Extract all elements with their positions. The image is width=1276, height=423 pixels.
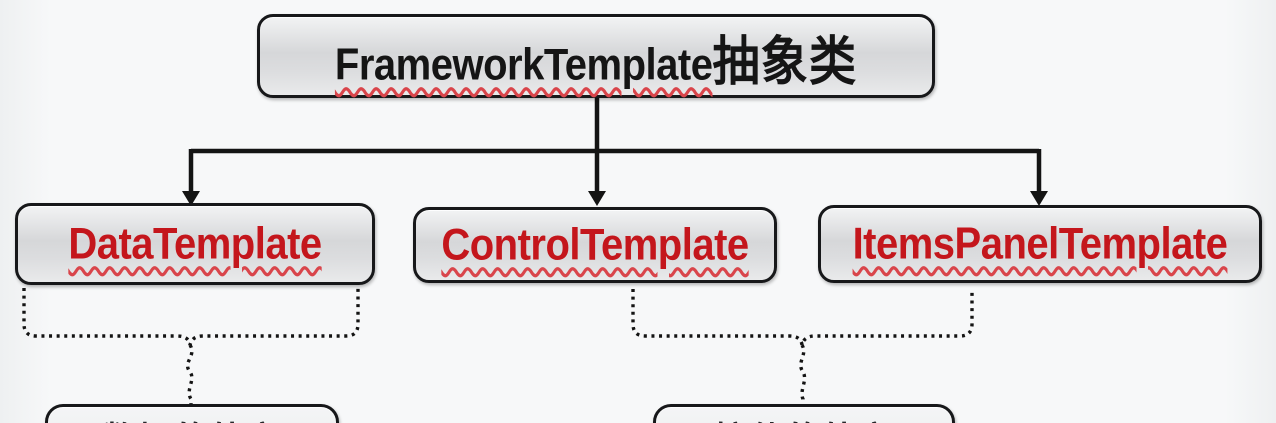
arrowhead-icon xyxy=(588,191,606,206)
node-label: 数据的外衣 xyxy=(102,412,282,423)
node-label: ControlTemplate xyxy=(441,219,749,270)
node-label: FrameworkTemplate抽象类 xyxy=(335,17,857,94)
dotted-braces xyxy=(22,288,974,404)
node-datatemplate: DataTemplate xyxy=(15,203,375,285)
node-category-control: 控件的外衣 xyxy=(653,404,955,423)
node-label: 控件的外衣 xyxy=(714,412,894,423)
node-itemspaneltemplate: ItemsPanelTemplate xyxy=(818,205,1262,283)
brace-left-drop-squiggle xyxy=(185,344,194,404)
node-label: ItemsPanelTemplate xyxy=(852,218,1228,269)
brace-right-drop-squiggle xyxy=(799,344,807,404)
node-category-data: 数据的外衣 xyxy=(45,404,339,423)
arrowhead-icon xyxy=(182,191,200,206)
brace-right xyxy=(631,289,974,346)
arrowheads xyxy=(182,191,1048,206)
root-label-cjk: 抽象类 xyxy=(712,31,858,92)
inheritance-arrows xyxy=(188,94,1042,193)
node-frameworktemplate: FrameworkTemplate抽象类 xyxy=(257,14,935,98)
brace-left xyxy=(22,288,360,346)
node-label: DataTemplate xyxy=(68,218,322,269)
arrowhead-icon xyxy=(1030,191,1048,206)
node-controltemplate: ControlTemplate xyxy=(413,207,777,283)
root-label-latin: FrameworkTemplate xyxy=(334,39,713,90)
